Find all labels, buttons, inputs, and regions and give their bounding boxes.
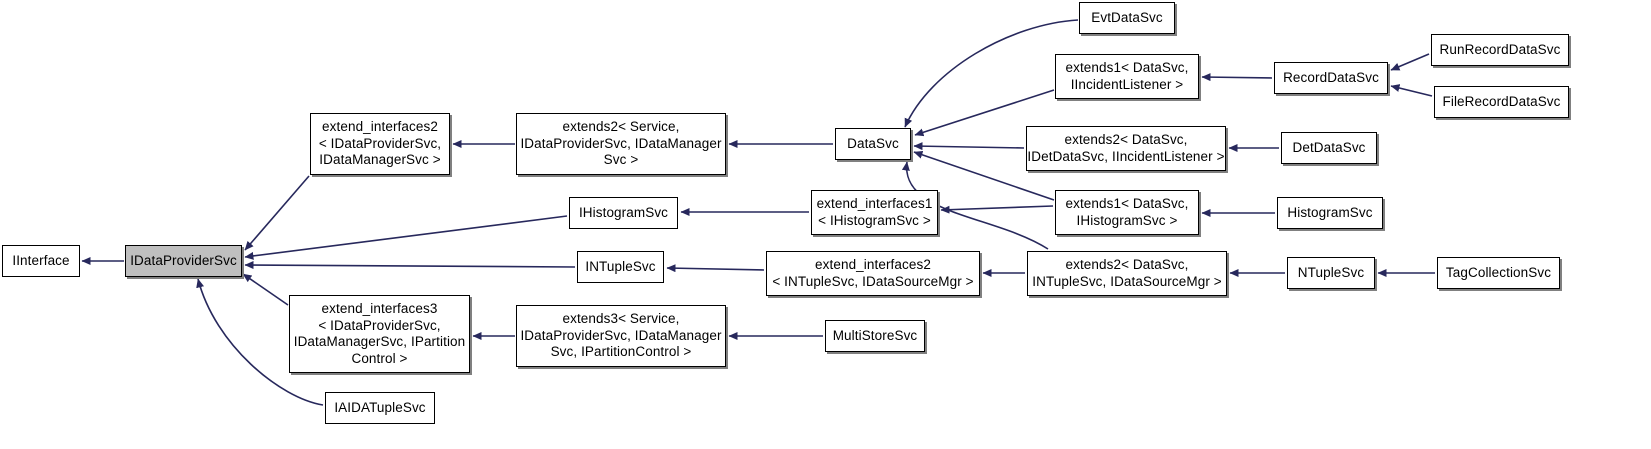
class-node-label: extend_interfaces3 < IDataProviderSvc, I…	[293, 301, 466, 366]
edge-filerecord-recorddatasvc	[1390, 84, 1433, 97]
class-node-label: FileRecordDataSvc	[1442, 93, 1561, 109]
class-node-label: MultiStoreSvc	[832, 327, 918, 343]
class-node-label: DataSvc	[847, 135, 899, 151]
class-node-intuplesvc[interactable]: INTupleSvc	[577, 251, 664, 283]
class-node-extends3_service_dp_dm_part[interactable]: extends3< Service, IDataProviderSvc, IDa…	[516, 305, 726, 367]
edge-extends2det-datasvc	[913, 142, 1025, 151]
class-node-label: INTupleSvc	[585, 258, 656, 274]
edge-extends1hist-extendif1hist	[940, 205, 1054, 214]
edge-ihistogramsvc-idataprovidersvc	[244, 215, 568, 260]
edge-evtdatasvc-datasvc	[904, 19, 1079, 128]
class-node-label: NTupleSvc	[1297, 264, 1365, 280]
class-node-histogramsvc[interactable]: HistogramSvc	[1277, 197, 1383, 229]
edge-extendif3-idataprovidersvc	[242, 273, 289, 306]
class-node-extends2_service_dp_dm[interactable]: extends2< Service, IDataProviderSvc, IDa…	[516, 113, 726, 175]
class-node-idataprovidersvc[interactable]: IDataProviderSvc	[125, 245, 242, 277]
class-node-label: RunRecordDataSvc	[1439, 41, 1561, 57]
class-node-iinterface[interactable]: IInterface	[2, 245, 80, 277]
class-node-extends1_datasvc_incident[interactable]: extends1< DataSvc, IIncidentListener >	[1055, 54, 1199, 99]
class-node-recorddatasvc[interactable]: RecordDataSvc	[1274, 62, 1388, 94]
class-node-label: IAIDATupleSvc	[334, 399, 426, 415]
class-node-extends2_datasvc_nt_dsm[interactable]: extends2< DataSvc, INTupleSvc, IDataSour…	[1027, 251, 1227, 296]
class-node-extend_interfaces3_dp_dm_part[interactable]: extend_interfaces3 < IDataProviderSvc, I…	[289, 295, 470, 373]
edge-extendif2nt-intuplesvc	[666, 264, 765, 273]
class-node-label: HistogramSvc	[1287, 204, 1373, 220]
class-node-label: extend_interfaces2 < IDataProviderSvc, I…	[318, 119, 442, 168]
class-node-label: RecordDataSvc	[1283, 69, 1379, 85]
class-node-multistoresvc[interactable]: MultiStoreSvc	[825, 320, 925, 352]
class-node-ihistogramsvc[interactable]: IHistogramSvc	[569, 197, 678, 229]
class-node-filerecorddatasvc[interactable]: FileRecordDataSvc	[1434, 86, 1569, 118]
class-node-label: extends2< DataSvc, IDetDataSvc, IInciden…	[1027, 132, 1225, 164]
class-node-extend_interfaces2_nt_dsm[interactable]: extend_interfaces2 < INTupleSvc, IDataSo…	[766, 251, 980, 296]
class-node-label: extend_interfaces2 < INTupleSvc, IDataSo…	[772, 257, 974, 289]
class-node-extend_interfaces1_hist[interactable]: extend_interfaces1 < IHistogramSvc >	[811, 190, 938, 235]
edge-recorddatasvc-extends1incident	[1201, 73, 1273, 82]
class-node-extends1_datasvc_hist[interactable]: extends1< DataSvc, IHistogramSvc >	[1055, 190, 1199, 235]
class-node-extend_interfaces2_dp_dm[interactable]: extend_interfaces2 < IDataProviderSvc, I…	[310, 113, 450, 175]
class-node-label: TagCollectionSvc	[1445, 264, 1552, 280]
class-node-evtdatasvc[interactable]: EvtDataSvc	[1079, 2, 1175, 34]
class-node-detdatasvc[interactable]: DetDataSvc	[1281, 132, 1377, 164]
class-node-tagcollectionsvc[interactable]: TagCollectionSvc	[1437, 257, 1560, 289]
class-node-extends2_datasvc_det_incident[interactable]: extends2< DataSvc, IDetDataSvc, IInciden…	[1026, 126, 1226, 171]
edge-runrecord-recorddatasvc	[1390, 53, 1430, 71]
class-node-label: IInterface	[12, 252, 70, 268]
class-node-runrecorddatasvc[interactable]: RunRecordDataSvc	[1431, 34, 1569, 66]
class-node-label: extends2< DataSvc, INTupleSvc, IDataSour…	[1032, 257, 1222, 289]
edge-intuplesvc-idataprovidersvc	[244, 261, 576, 270]
class-node-iaidatuplesvc[interactable]: IAIDATupleSvc	[325, 392, 435, 424]
edge-extendif2-idataprovidersvc	[244, 175, 310, 251]
class-node-label: DetDataSvc	[1292, 139, 1366, 155]
class-node-label: extends3< Service, IDataProviderSvc, IDa…	[520, 311, 722, 360]
class-node-label: extends1< DataSvc, IHistogramSvc >	[1065, 196, 1189, 228]
class-node-ntuplesvc[interactable]: NTupleSvc	[1287, 257, 1375, 289]
class-node-datasvc[interactable]: DataSvc	[835, 128, 911, 160]
class-node-label: IDataProviderSvc	[130, 252, 237, 268]
class-node-label: extend_interfaces1 < IHistogramSvc >	[816, 196, 933, 228]
class-node-label: extends2< Service, IDataProviderSvc, IDa…	[520, 119, 722, 168]
class-node-label: IHistogramSvc	[578, 204, 669, 220]
class-node-label: extends1< DataSvc, IIncidentListener >	[1065, 60, 1189, 92]
class-node-label: EvtDataSvc	[1091, 9, 1163, 25]
